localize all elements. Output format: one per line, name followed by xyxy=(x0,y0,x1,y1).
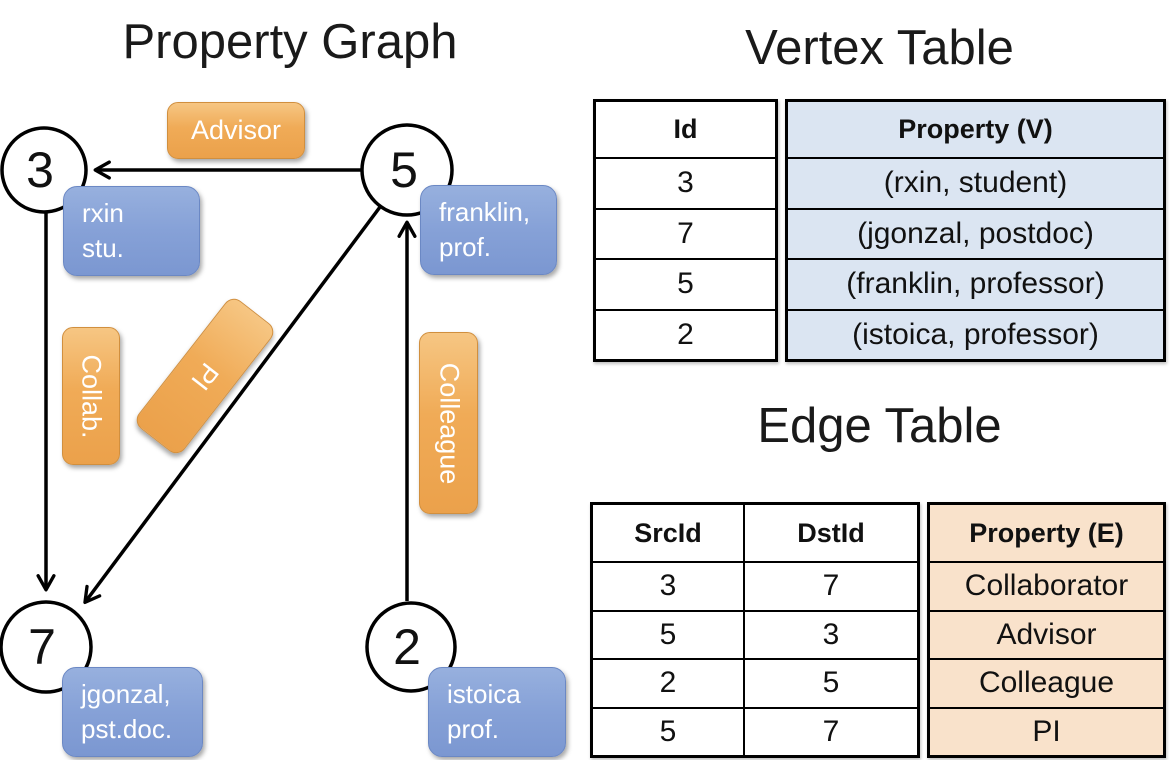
edge-col-header-property: Property (E) xyxy=(930,505,1163,561)
edge-dst-cell: 7 xyxy=(743,706,917,755)
edge-dst-cell: 3 xyxy=(743,609,917,658)
edge-dst-cell: 7 xyxy=(743,561,917,610)
vertex-property-cell: (rxin, student) xyxy=(788,157,1163,208)
vertex-id-cell: 3 xyxy=(596,157,775,208)
edge-table-title: Edge Table xyxy=(757,399,1002,453)
vertex-3-prop-line2: stu. xyxy=(82,233,124,263)
edge-src-cell: 2 xyxy=(593,658,743,707)
edge-property-cell: Advisor xyxy=(930,609,1163,658)
vertex-id-cell: 7 xyxy=(596,207,775,259)
vertex-5-prop-line1: franklin, xyxy=(439,196,531,227)
edge-label-colleague-text: Colleague xyxy=(434,362,464,484)
edge-col-header-dst: DstId xyxy=(743,505,917,561)
edge-label-advisor-text: Advisor xyxy=(190,115,282,145)
edge-property-cell: PI xyxy=(930,706,1163,755)
vertex-2-prop-line2: prof. xyxy=(447,714,500,744)
property-graph-title: Property Graph xyxy=(122,15,458,69)
edge-src-cell: 5 xyxy=(593,706,743,756)
node-3-id: 3 xyxy=(26,142,54,198)
vertex-id-cell: 5 xyxy=(596,258,775,309)
edge-label-advisor: Advisor xyxy=(167,102,305,159)
vertex-id-cell: 2 xyxy=(596,308,775,360)
vertex-col-header-property: Property (V) xyxy=(788,102,1163,157)
edge-property-cell: Collaborator xyxy=(930,561,1163,610)
node-2-id: 2 xyxy=(393,619,421,675)
edge-dst-cell: 5 xyxy=(743,658,917,707)
vertex-col-header-id: Id xyxy=(673,114,698,144)
node-7-id: 7 xyxy=(28,619,56,675)
edge-label-collab-text: Collab. xyxy=(76,353,107,439)
vertex-property-cell: (istoica, professor) xyxy=(788,308,1163,359)
vertex-property-cell: (franklin, professor) xyxy=(788,258,1163,309)
vertex-5-prop-line2: prof. xyxy=(439,232,492,262)
vertex-table-id-column: Id 3 7 5 2 xyxy=(593,99,778,362)
edge-label-collab: Collab. xyxy=(62,327,120,465)
edge-col-header-src: SrcId xyxy=(634,517,702,548)
vertex-property-cell: (jgonzal, postdoc) xyxy=(788,207,1163,258)
edge-label-colleague: Colleague xyxy=(419,332,478,514)
vertex-3-property-box: rxin stu. xyxy=(63,186,200,276)
vertex-7-prop-line2: pst.doc. xyxy=(81,714,173,744)
edge-src-cell: 5 xyxy=(593,609,743,659)
edge-table-id-columns: SrcId DstId 3 7 5 3 2 5 5 7 xyxy=(590,502,920,758)
vertex-2-prop-line1: istoica xyxy=(447,678,521,709)
vertex-3-prop-line1: rxin xyxy=(82,197,124,228)
node-5-id: 5 xyxy=(390,142,418,198)
edge-src-cell: 3 xyxy=(593,561,743,610)
vertex-table-property-column: Property (V) (rxin, student) (jgonzal, p… xyxy=(785,99,1166,362)
vertex-table-title: Vertex Table xyxy=(745,21,1014,75)
vertex-7-prop-line1: jgonzal, xyxy=(81,678,171,709)
vertex-7-property-box: jgonzal, pst.doc. xyxy=(62,667,203,757)
edge-property-cell: Colleague xyxy=(930,658,1163,707)
vertex-5-property-box: franklin, prof. xyxy=(420,185,557,275)
edge-pi-5-to-7 xyxy=(83,205,382,605)
edge-label-pi-text: PI xyxy=(185,357,226,396)
vertex-2-property-box: istoica prof. xyxy=(428,667,566,757)
edge-table-property-column: Property (E) Collaborator Advisor Collea… xyxy=(927,502,1166,758)
